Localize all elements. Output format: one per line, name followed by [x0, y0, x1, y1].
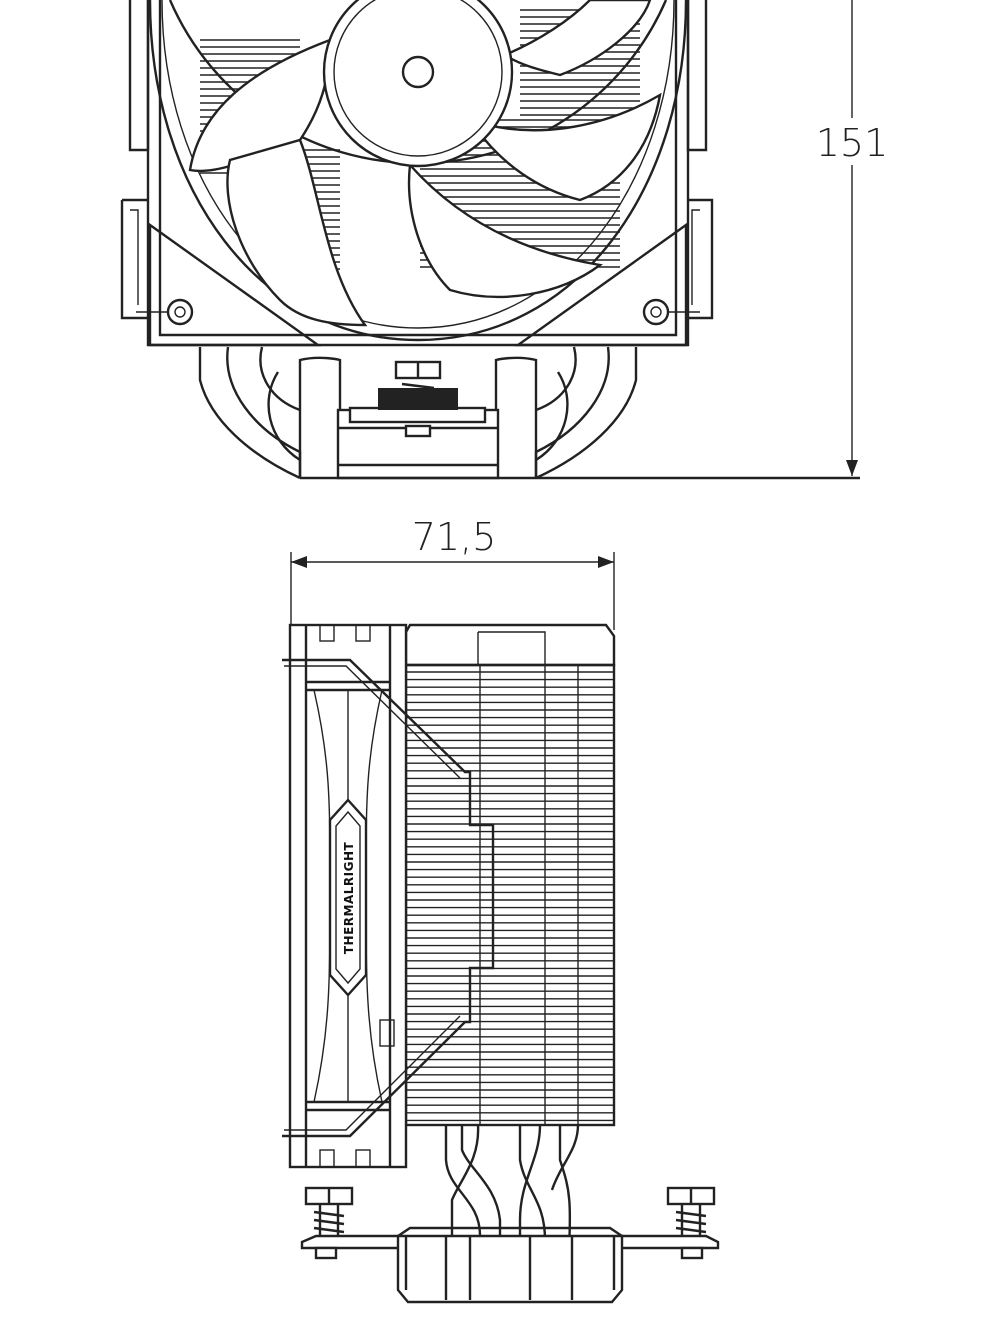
- fan-frame: [136, 0, 700, 347]
- heatsink-top-cap: [404, 623, 616, 667]
- side-view: 71,5: [282, 515, 720, 1304]
- fan-hub: [322, 0, 514, 168]
- height-dimension: 151: [816, 0, 889, 476]
- height-dimension-label: 151: [816, 121, 889, 165]
- brand-label: THERMALRIGHT: [342, 842, 356, 955]
- width-dimension: 71,5: [290, 515, 615, 630]
- retention-wire-clip: [282, 658, 495, 1138]
- front-view: 151: [120, 0, 889, 480]
- fan-blades: [188, 0, 662, 327]
- heatsink-fin-stack: [404, 663, 616, 1127]
- side-base-block: [396, 1234, 624, 1304]
- front-heatpipes: [198, 346, 638, 480]
- width-dimension-label: 71,5: [412, 515, 497, 559]
- side-fan: THERMALRIGHT: [288, 623, 408, 1169]
- front-base-block: [336, 360, 500, 480]
